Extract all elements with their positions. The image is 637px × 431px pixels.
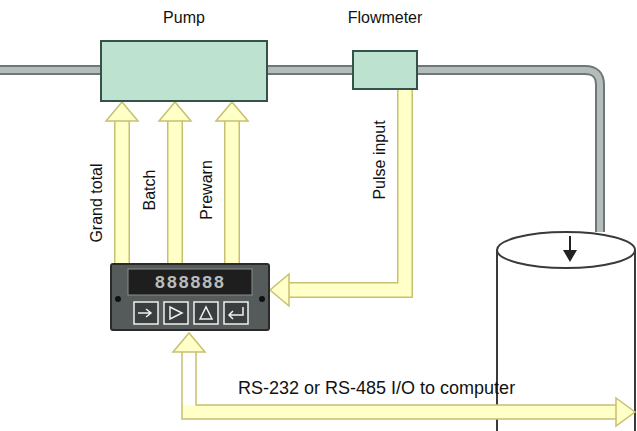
serial-io-label: RS-232 or RS-485 I/O to computer <box>238 378 515 399</box>
tank <box>497 232 635 431</box>
batch-controller: 888888 <box>110 263 270 331</box>
display-digits: 888888 <box>130 271 250 295</box>
signal-label: Prewarn <box>198 160 216 220</box>
node-heading: Flowmeter <box>348 9 423 27</box>
pump-box: Pump <box>100 40 268 102</box>
signal-label: Batch <box>141 170 159 211</box>
node-heading: Pump <box>163 9 205 27</box>
serial-io-arrow <box>173 333 635 426</box>
signal-label: Pulse input <box>371 120 389 199</box>
signal-arrow <box>216 102 248 263</box>
signal-arrow <box>106 102 138 263</box>
signal-arrow <box>159 102 191 263</box>
signal-arrow <box>270 90 405 306</box>
signal-label: Grand total <box>88 163 106 242</box>
flowmeter-box: Flowmeter <box>352 50 418 90</box>
flow-arrow <box>563 236 577 262</box>
